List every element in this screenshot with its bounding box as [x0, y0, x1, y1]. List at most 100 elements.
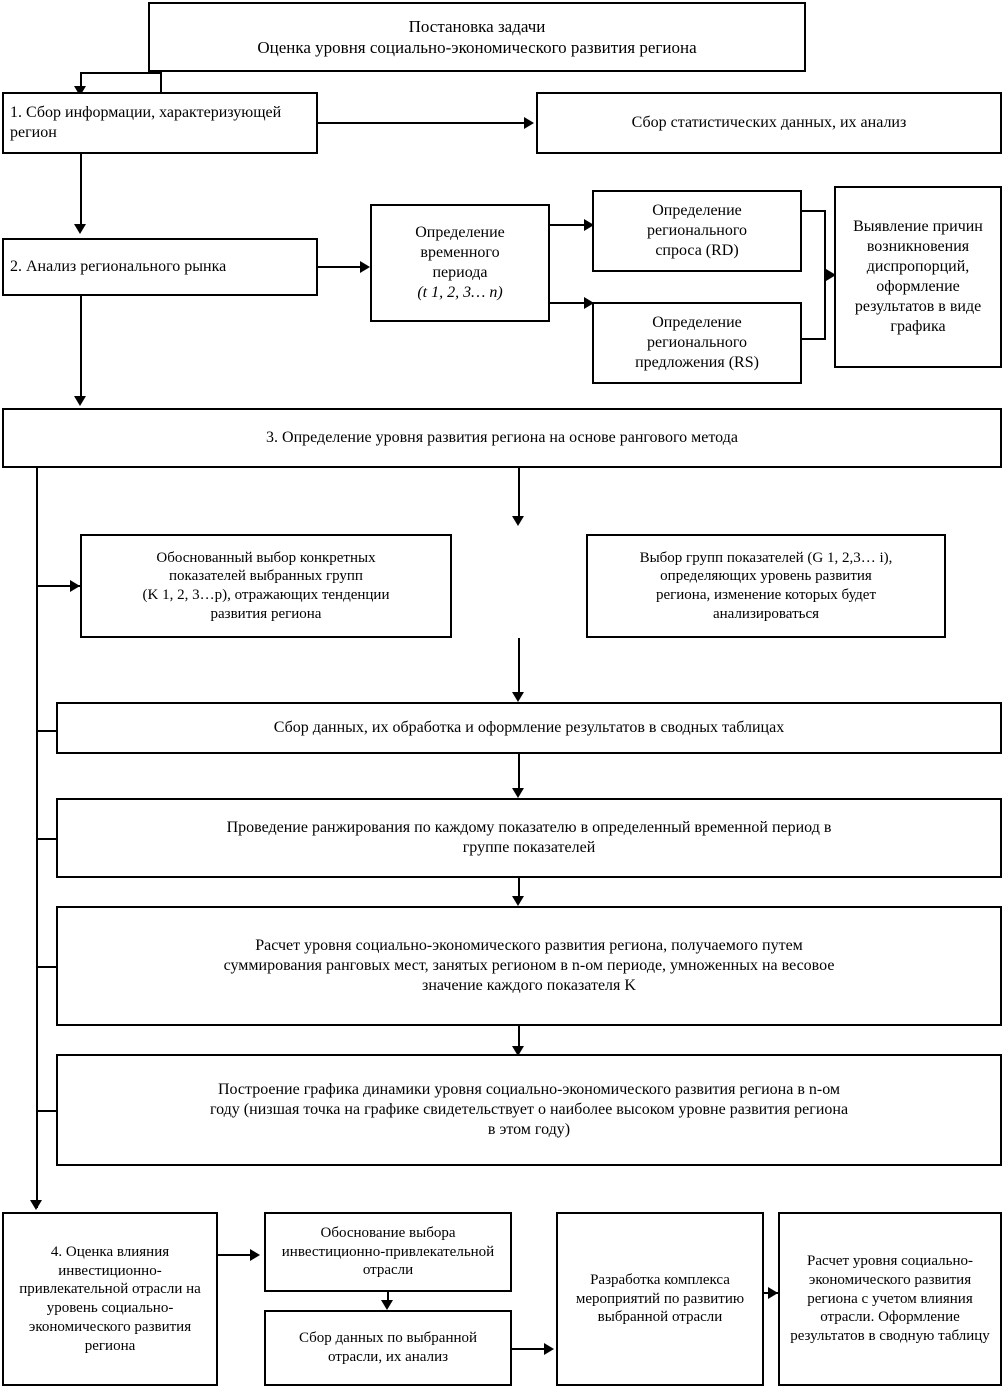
node-disproportion-causes-label: Выявление причин возникновения диспропор… [853, 218, 983, 335]
connector-spine-to-calc [36, 966, 56, 968]
connector-spine-to-plot [36, 1110, 56, 1112]
connector-step1-to-step2 [80, 154, 82, 226]
arrow-step1-to-statistics [524, 117, 534, 129]
node-problem-statement-line1: Постановка задачи [408, 16, 546, 36]
arrow-spine-to-kbox [70, 580, 80, 592]
node-regional-supply-line3: предложения (RS) [635, 354, 759, 371]
node-indicator-selection-line3: (K 1, 2, 3…p), отражающих тенденции [142, 587, 390, 603]
node-industry-data-collection-label: Сбор данных по выбранной отрасли, их ана… [298, 1330, 478, 1365]
connector-sub-to-collect [518, 638, 520, 696]
node-regional-demand-line1: Определение [652, 202, 742, 219]
node-time-period-line3: периода [432, 264, 488, 281]
node-measures-development-label: Разработка комплекса мероприятий по разв… [575, 1271, 745, 1326]
arrow-step2-to-step3 [74, 396, 86, 406]
node-problem-statement-line2: Оценка уровня социально-экономического р… [257, 38, 697, 57]
node-indicator-groups: Выбор групп показателей (G 1, 2,3… i), о… [586, 534, 946, 638]
node-final-calculation-label: Расчет уровня социально-экономического р… [790, 1253, 990, 1345]
node-step1-info-collection: 1. Сбор информации, характеризующей реги… [2, 92, 318, 154]
node-level-calculation-line1: Расчет уровня социально-экономического р… [255, 937, 803, 954]
arrow-measures-to-final [768, 1287, 778, 1299]
node-time-period: Определение временного периода (t 1, 2, … [370, 204, 550, 322]
node-data-collection-processing: Сбор данных, их обработка и оформление р… [56, 702, 1002, 754]
node-step3-label: 3. Определение уровня развития региона н… [266, 429, 738, 446]
node-ranking: Проведение ранжирования по каждому показ… [56, 798, 1002, 878]
connector-justification-to-data [387, 1292, 389, 1306]
node-regional-demand-line2: регионального [646, 222, 748, 239]
arrow-justification-to-data [381, 1300, 393, 1310]
arrow-period-to-rd [584, 219, 594, 231]
connector-rs-join [802, 338, 826, 340]
node-indicator-groups-line3: региона, изменение которых будет [655, 587, 877, 603]
node-indicator-selection: Обоснованный выбор конкретных показателе… [80, 534, 452, 638]
node-level-calculation-line3: значение каждого показателя K [422, 977, 636, 994]
connector-collect-to-rank [518, 754, 520, 792]
node-indicator-groups-line4: анализироваться [712, 605, 820, 622]
node-ranking-line1: Проведение ранжирования по каждому показ… [226, 819, 832, 836]
connector-calc-to-plot [518, 1026, 520, 1052]
node-step1-label: 1. Сбор информации, характеризующей реги… [10, 104, 282, 141]
connector-spine-to-collect [36, 730, 56, 732]
connector-rd-join [802, 210, 826, 212]
node-indicator-selection-line1: Обоснованный выбор конкретных [156, 549, 376, 566]
arrow-step3-to-sub [512, 516, 524, 526]
node-regional-supply-line2: регионального [646, 334, 748, 351]
node-regional-demand: Определение регионального спроса (RD) [592, 190, 802, 272]
node-step2-market-analysis: 2. Анализ регионального рынка [2, 238, 318, 296]
arrow-step3-spine-to-step4 [30, 1200, 42, 1210]
connector-spine-to-kbox [36, 585, 80, 587]
arrow-collect-to-rank [512, 788, 524, 798]
node-level-calculation-line2: суммирования ранговых мест, занятых реги… [223, 957, 835, 974]
connector-spine-to-ranking [36, 838, 56, 840]
node-time-period-line1: Определение [415, 224, 505, 241]
node-regional-demand-line3: спроса (RD) [655, 242, 739, 259]
arrow-data-to-measures [544, 1343, 554, 1355]
arrow-step4-to-justification [250, 1249, 260, 1261]
arrow-calc-to-plot [512, 1046, 524, 1056]
connector-rank-to-calc [518, 878, 520, 900]
node-ranking-line2: группе показателей [462, 839, 596, 856]
connector-title-to-step1-h [80, 72, 162, 74]
node-indicator-groups-line1: Выбор групп показателей (G 1, 2,3… i), [639, 549, 893, 566]
node-data-collection-processing-label: Сбор данных, их обработка и оформление р… [273, 719, 785, 736]
arrow-bracket-to-reason [826, 269, 836, 281]
node-regional-supply: Определение регионального предложения (R… [592, 302, 802, 384]
arrow-step1-to-step2 [74, 224, 86, 234]
node-final-calculation: Расчет уровня социально-экономического р… [778, 1212, 1002, 1386]
node-time-period-line4: (t 1, 2, 3… n) [417, 284, 503, 301]
node-problem-statement: Постановка задачи Оценка уровня социальн… [148, 2, 806, 72]
node-step4-industry-impact: 4. Оценка влияния инвестиционно-привлека… [2, 1212, 218, 1386]
node-indicator-groups-line2: определяющих уровень развития [660, 568, 872, 585]
node-statistics-collection-label: Сбор статистических данных, их анализ [631, 114, 907, 131]
connector-step4-to-justification [218, 1254, 252, 1256]
connector-period-to-rd [550, 224, 586, 226]
node-dynamics-plot: Построение графика динамики уровня социа… [56, 1054, 1002, 1166]
node-dynamics-plot-line1: Построение графика динамики уровня социа… [217, 1081, 841, 1098]
arrow-step2-to-period [360, 261, 370, 273]
connector-step2-to-step3 [80, 296, 82, 398]
connector-period-to-rs [550, 302, 586, 304]
node-industry-justification-label: Обоснование выбора инвестиционно-привлек… [281, 1224, 495, 1279]
node-disproportion-causes: Выявление причин возникновения диспропор… [834, 186, 1002, 368]
node-dynamics-plot-line3: в этом году) [487, 1121, 571, 1138]
connector-title-to-step1 [160, 72, 162, 92]
node-industry-justification: Обоснование выбора инвестиционно-привлек… [264, 1212, 512, 1292]
connector-title-to-step1-v [80, 72, 82, 90]
arrow-sub-to-collect [512, 692, 524, 702]
node-indicator-selection-line2: показателей выбранных групп [169, 568, 363, 585]
connector-step1-to-statistics [318, 122, 526, 124]
node-step2-label: 2. Анализ регионального рынка [10, 258, 227, 275]
connector-step3-to-sub [518, 468, 520, 520]
node-measures-development: Разработка комплекса мероприятий по разв… [556, 1212, 764, 1386]
node-indicator-selection-line4: развития региона [210, 605, 322, 622]
node-step3-rank-method: 3. Определение уровня развития региона н… [2, 408, 1002, 468]
connector-step2-to-period [318, 266, 362, 268]
arrow-period-to-rs [584, 297, 594, 309]
arrow-title-to-step1 [74, 86, 86, 96]
arrow-rank-to-calc [512, 896, 524, 906]
connector-data-to-measures [512, 1348, 546, 1350]
node-step4-label: 4. Оценка влияния инвестиционно-привлека… [19, 1243, 201, 1354]
node-level-calculation: Расчет уровня социально-экономического р… [56, 906, 1002, 1026]
node-regional-supply-line1: Определение [652, 314, 742, 331]
node-industry-data-collection: Сбор данных по выбранной отрасли, их ана… [264, 1310, 512, 1386]
